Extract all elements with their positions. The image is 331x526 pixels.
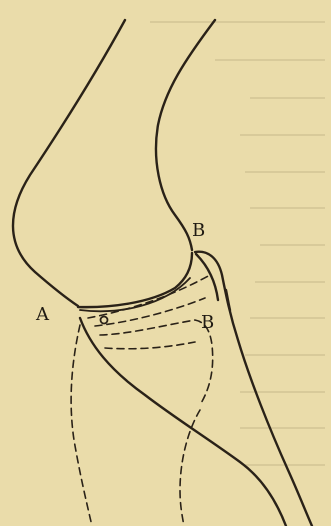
hidden-contour-3 bbox=[100, 320, 213, 405]
label-a: A bbox=[35, 304, 50, 325]
hidden-shaft-left bbox=[71, 325, 92, 526]
lower-bone-outline bbox=[195, 252, 312, 526]
label-b-upper: B bbox=[192, 220, 205, 241]
hidden-contour-4 bbox=[105, 342, 195, 349]
page-bleed-through bbox=[150, 22, 325, 465]
lower-bone-front bbox=[80, 318, 286, 526]
joint-point bbox=[101, 317, 108, 324]
upper-bone-outline bbox=[13, 20, 192, 307]
upper-bone-outline-right bbox=[156, 20, 215, 250]
label-b-lower: B bbox=[201, 312, 214, 333]
